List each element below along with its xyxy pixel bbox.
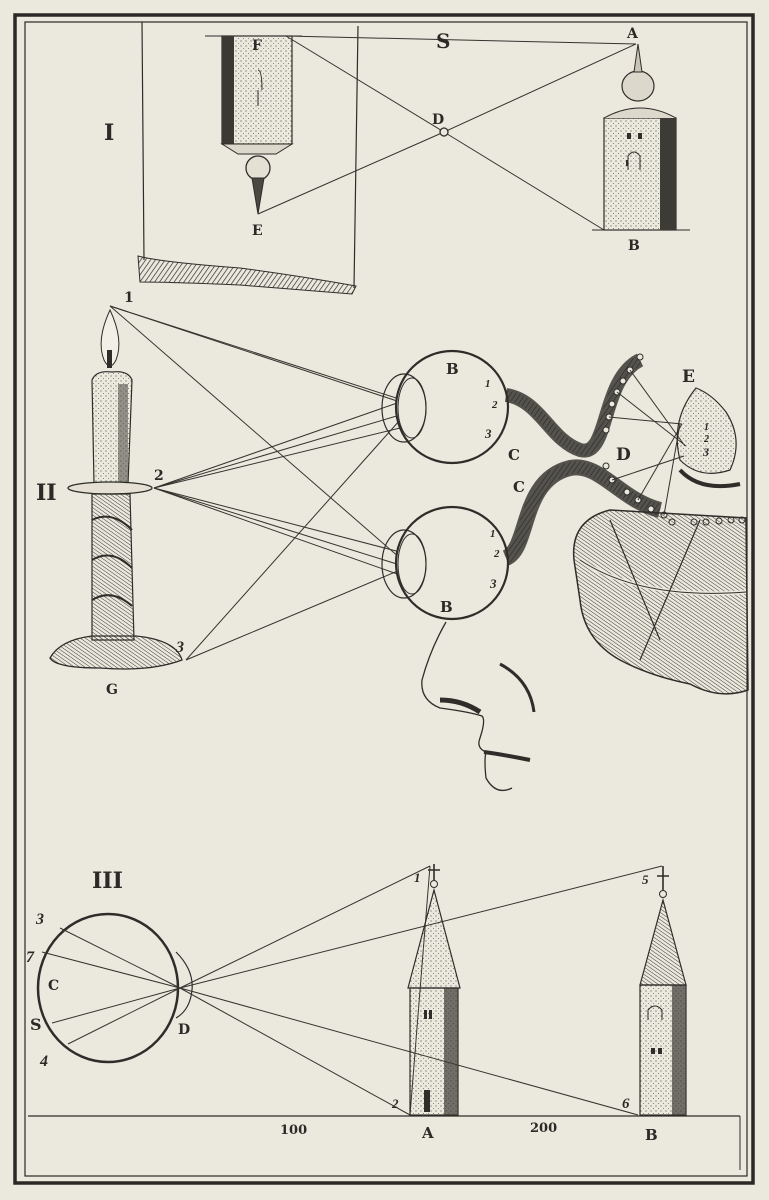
label-point-2: 2 (391, 1096, 399, 1111)
label-D: D (432, 112, 444, 128)
label-point-1: 1 (124, 290, 134, 306)
upper-eye-icon (381, 349, 510, 465)
label-S: S (436, 29, 450, 53)
retina-upper-2: 2 (491, 399, 498, 411)
retina-lower-3: 3 (489, 576, 497, 591)
steeple-tower-A-icon (407, 864, 461, 1116)
label-B: B (645, 1126, 658, 1144)
label-point-3: 3 (35, 911, 44, 928)
figure-3: III 3 7 C S 4 D 1 5 2 6 A B 100 200 (26, 864, 741, 1170)
label-point-3: 3 (175, 639, 184, 656)
label-A: A (626, 26, 639, 42)
label-C-upper: C (508, 446, 520, 464)
label-point-4: 4 (39, 1053, 48, 1070)
label-C: C (48, 978, 59, 994)
retina-upper-1: 1 (485, 378, 491, 390)
brain-number-2: 2 (703, 434, 709, 445)
label-A: A (421, 1124, 434, 1142)
scale-label-200: 200 (530, 1121, 557, 1136)
label-B-upper: B (446, 360, 459, 378)
lower-eye-icon (381, 505, 510, 621)
label-point-5: 5 (642, 872, 649, 887)
figure-2-numeral: II (36, 480, 57, 506)
pineal-gland-icon (676, 387, 741, 489)
label-E: E (682, 367, 695, 387)
tower-icon (592, 43, 690, 231)
inverted-tower-icon (205, 35, 302, 215)
label-point-7: 7 (26, 949, 35, 966)
label-G: G (106, 682, 118, 698)
optic-nerves (501, 353, 746, 566)
label-C-lower: C (513, 478, 525, 496)
retina-upper-3: 3 (484, 426, 492, 441)
label-point-2: 2 (154, 468, 164, 484)
face-profile-icon (421, 621, 536, 792)
label-D: D (616, 445, 631, 465)
brain-icon (572, 509, 749, 695)
pinhole-icon (439, 127, 449, 137)
label-S: S (30, 1015, 42, 1034)
label-B-lower: B (440, 598, 453, 616)
label-F: F (252, 38, 262, 54)
label-point-6: 6 (622, 1096, 630, 1112)
brain-number-3: 3 (702, 445, 709, 459)
sight-lines (41, 865, 663, 1116)
label-D: D (178, 1022, 190, 1038)
label-E: E (252, 223, 263, 239)
scale-label-100: 100 (280, 1123, 307, 1138)
label-B: B (628, 238, 640, 254)
figure-2: II 1 2 3 G B B C C D E 1 2 3 1 2 3 1 2 3 (36, 290, 749, 792)
brain-number-1: 1 (704, 422, 709, 433)
figure-3-numeral: III (92, 868, 123, 894)
figure-1-numeral: I (104, 120, 114, 146)
steeple-tower-B-icon (639, 866, 687, 1116)
label-point-1: 1 (414, 870, 421, 885)
figure-1: I F E S D A B (104, 21, 690, 295)
retina-lower-1: 1 (490, 528, 496, 540)
retina-lower-2: 2 (493, 548, 500, 560)
candle-icon (49, 308, 183, 670)
schematic-eye-icon (36, 912, 193, 1064)
